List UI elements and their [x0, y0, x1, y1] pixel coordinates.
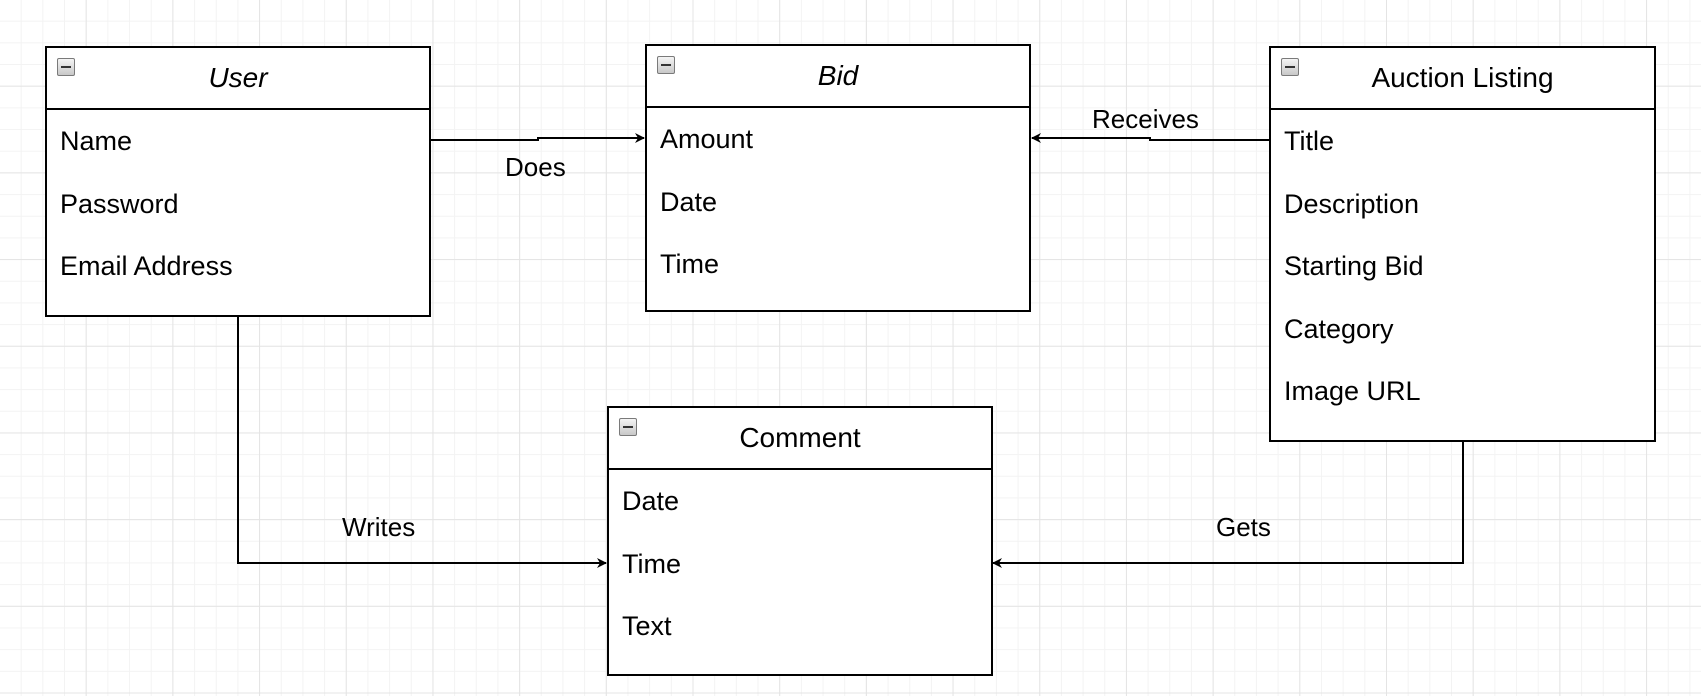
field-date[interactable]: Date: [622, 486, 680, 516]
field-amount[interactable]: Amount: [660, 124, 754, 154]
entity-auction-listing[interactable]: Auction Listing Title Description Starti…: [1269, 46, 1656, 442]
field-description[interactable]: Description: [1284, 188, 1420, 219]
collapse-icon[interactable]: [1281, 58, 1299, 76]
field-time[interactable]: Time: [622, 548, 681, 579]
relationship-label-does[interactable]: Does: [505, 152, 566, 182]
entity-bid-fields: Amount Date Time: [647, 108, 1029, 304]
entity-comment[interactable]: Comment Date Time Text: [607, 406, 993, 676]
field-password[interactable]: Password: [60, 188, 179, 219]
relationship-label-gets[interactable]: Gets: [1216, 512, 1271, 542]
entity-bid-title: Bid: [817, 60, 859, 91]
entity-auction-listing-header[interactable]: Auction Listing: [1271, 48, 1654, 110]
relationship-label-writes[interactable]: Writes: [342, 512, 416, 542]
entity-comment-fields: Date Time Text: [609, 470, 991, 666]
entity-comment-header[interactable]: Comment: [609, 408, 991, 470]
field-image-url[interactable]: Image URL: [1284, 376, 1421, 406]
connector-auction-to-comment[interactable]: [992, 441, 1464, 568]
connector-auction-to-bid[interactable]: [1031, 133, 1270, 143]
field-starting-bid[interactable]: Starting Bid: [1284, 251, 1424, 281]
entity-comment-title: Comment: [739, 422, 861, 453]
field-date[interactable]: Date: [660, 186, 718, 217]
entity-user-header[interactable]: User: [47, 48, 429, 110]
collapse-icon[interactable]: [657, 56, 675, 74]
field-email-address[interactable]: Email Address: [60, 251, 233, 281]
field-category[interactable]: Category: [1284, 313, 1394, 344]
entity-user-fields: Name Password Email Address: [47, 110, 429, 306]
collapse-icon[interactable]: [619, 418, 637, 436]
entity-user[interactable]: User Name Password Email Address: [45, 46, 431, 317]
field-time[interactable]: Time: [660, 249, 719, 279]
field-text[interactable]: Text: [622, 611, 672, 641]
entity-bid[interactable]: Bid Amount Date Time: [645, 44, 1031, 312]
connector-user-to-bid[interactable]: [430, 133, 645, 143]
collapse-icon[interactable]: [57, 58, 75, 76]
connector-user-to-comment[interactable]: [237, 316, 607, 568]
entity-user-title: User: [208, 62, 268, 93]
entity-auction-listing-title: Auction Listing: [1371, 62, 1554, 93]
field-title[interactable]: Title: [1284, 126, 1335, 156]
relationship-label-receives[interactable]: Receives: [1092, 104, 1199, 134]
entity-bid-header[interactable]: Bid: [647, 46, 1029, 108]
entity-auction-listing-fields: Title Description Starting Bid Category …: [1271, 110, 1654, 431]
field-name[interactable]: Name: [60, 126, 133, 156]
